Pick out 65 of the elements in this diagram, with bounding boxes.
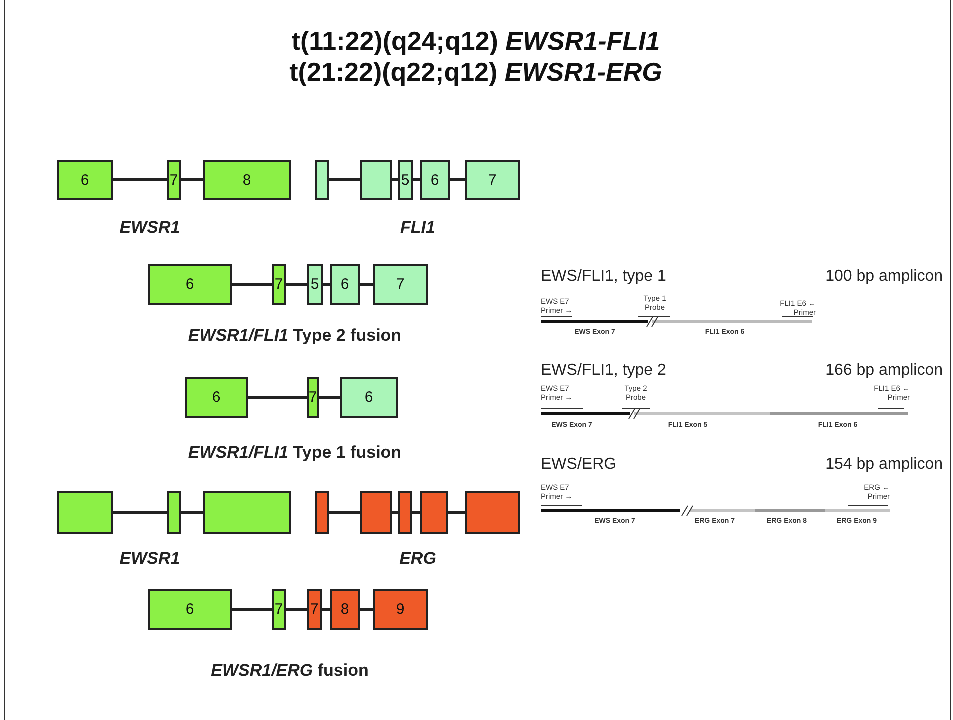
intron-line xyxy=(232,608,272,611)
gene-name: EWSR1 xyxy=(118,218,182,238)
exon-box: 6 xyxy=(340,377,398,418)
exon-box: 6 xyxy=(148,264,232,305)
intron-line xyxy=(413,178,420,182)
exon-box xyxy=(360,160,392,200)
exon-box: 7 xyxy=(465,160,520,200)
exon-box xyxy=(465,491,520,534)
exon-box: 7 xyxy=(272,589,286,630)
amplicon-size: 100 bp amplicon xyxy=(824,268,943,286)
exon-box xyxy=(167,491,181,534)
amplicon-size: 154 bp amplicon xyxy=(824,456,943,474)
intron-line xyxy=(181,178,203,182)
intron-line xyxy=(329,511,360,514)
intron-line xyxy=(392,178,398,182)
fusion-caption: EWSR1/FLI1 Type 1 fusion xyxy=(187,443,403,463)
exon-box: 7 xyxy=(307,377,319,418)
exon-box: 7 xyxy=(272,264,286,305)
assay-title: EWS/FLI1, type 1 xyxy=(541,268,668,286)
exon-box: 7 xyxy=(307,589,322,630)
title: t(11:22)(q24;q12) EWSR1-FLI1 t(21:22)(q22;q12) EWSR1-ERG xyxy=(288,26,664,88)
exon-box xyxy=(203,491,291,534)
intron-line xyxy=(392,511,398,514)
exon-box xyxy=(360,491,392,534)
exon-box: 6 xyxy=(185,377,248,418)
exon-box: 6 xyxy=(57,160,113,200)
fusion-caption: EWSR1/FLI1 Type 2 fusion xyxy=(187,326,403,346)
intron-line xyxy=(360,608,373,611)
exon-box: 7 xyxy=(167,160,181,200)
exon-box: 8 xyxy=(203,160,291,200)
exon-box: 6 xyxy=(148,589,232,630)
fusion-caption: EWSR1/ERG fusion xyxy=(210,661,370,681)
intron-line xyxy=(322,608,330,611)
gene-name: EWSR1 xyxy=(118,549,182,569)
intron-line xyxy=(113,178,167,182)
intron-line xyxy=(323,283,330,286)
intron-line xyxy=(360,283,373,286)
intron-line xyxy=(448,511,465,514)
intron-line xyxy=(329,178,360,182)
exon-box xyxy=(57,491,113,534)
gene-name: ERG xyxy=(398,549,438,569)
amplicon-size: 166 bp amplicon xyxy=(824,362,943,380)
assay-title: EWS/FLI1, type 2 xyxy=(541,362,668,380)
intron-line xyxy=(232,283,272,286)
exon-box: 6 xyxy=(420,160,450,200)
intron-line xyxy=(248,396,307,399)
gene-name: FLI1 xyxy=(400,218,436,238)
exon-box: 7 xyxy=(373,264,428,305)
intron-line xyxy=(113,511,167,514)
exon-box: 5 xyxy=(398,160,413,200)
exon-box xyxy=(315,491,329,534)
exon-box: 5 xyxy=(307,264,323,305)
exon-box: 6 xyxy=(330,264,360,305)
exon-box xyxy=(315,160,329,200)
exon-box: 8 xyxy=(330,589,360,630)
intron-line xyxy=(450,178,465,182)
intron-line xyxy=(412,511,420,514)
assay-title: EWS/ERG xyxy=(541,456,618,474)
exon-box xyxy=(398,491,412,534)
intron-line xyxy=(286,283,307,286)
intron-line xyxy=(286,608,307,611)
exon-box: 9 xyxy=(373,589,428,630)
intron-line xyxy=(181,511,203,514)
intron-line xyxy=(319,396,340,399)
exon-box xyxy=(420,491,448,534)
